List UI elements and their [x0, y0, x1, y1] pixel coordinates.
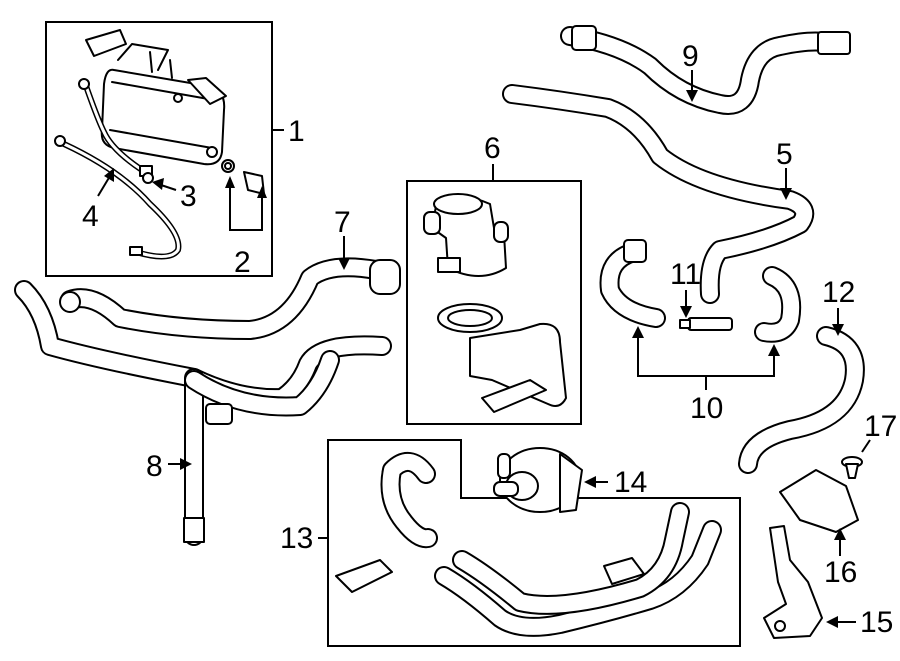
leader-lines: [97, 70, 871, 628]
callout-4: 4: [82, 200, 99, 233]
hose-part-10-left: [599, 239, 666, 328]
bracket-part-15: [763, 525, 823, 639]
callout-17: 17: [864, 410, 897, 443]
nut-part-3: [142, 172, 154, 184]
callout-14: 14: [614, 466, 647, 499]
shield-part-16: [779, 469, 859, 533]
callout-11: 11: [670, 258, 701, 291]
hose-part-13: [335, 452, 722, 637]
hose-part-10-right: [754, 266, 802, 343]
callout-15: 15: [860, 606, 893, 639]
pump-part-14: [493, 447, 583, 513]
callout-2: 2: [234, 246, 251, 279]
clip-part-17: [841, 456, 863, 479]
part-1-group-frame: [45, 21, 273, 277]
heater-module-part-1: [85, 29, 227, 166]
callout-12: 12: [822, 276, 855, 309]
hose-part-8: [14, 280, 392, 546]
callout-10: 10: [690, 392, 723, 425]
hose-part-9: [560, 25, 851, 115]
ground-wire-part-4: [54, 78, 182, 260]
part-13-group-frame: [327, 439, 741, 647]
callout-13: 13: [280, 522, 313, 555]
hose-part-5: [502, 84, 815, 304]
callout-3: 3: [180, 180, 197, 213]
callout-1: 1: [288, 115, 305, 148]
callout-7: 7: [334, 206, 351, 239]
callout-6: 6: [484, 132, 501, 165]
seal-and-fitting-part-2: [221, 159, 265, 195]
sensor-part-11: [679, 317, 733, 331]
callout-9: 9: [682, 40, 699, 73]
callout-5: 5: [776, 138, 793, 171]
valve-part-6: [423, 193, 567, 413]
hose-part-12: [738, 326, 865, 474]
callout-8: 8: [146, 450, 163, 483]
hose-part-7: [59, 257, 401, 340]
callout-16: 16: [824, 556, 857, 589]
